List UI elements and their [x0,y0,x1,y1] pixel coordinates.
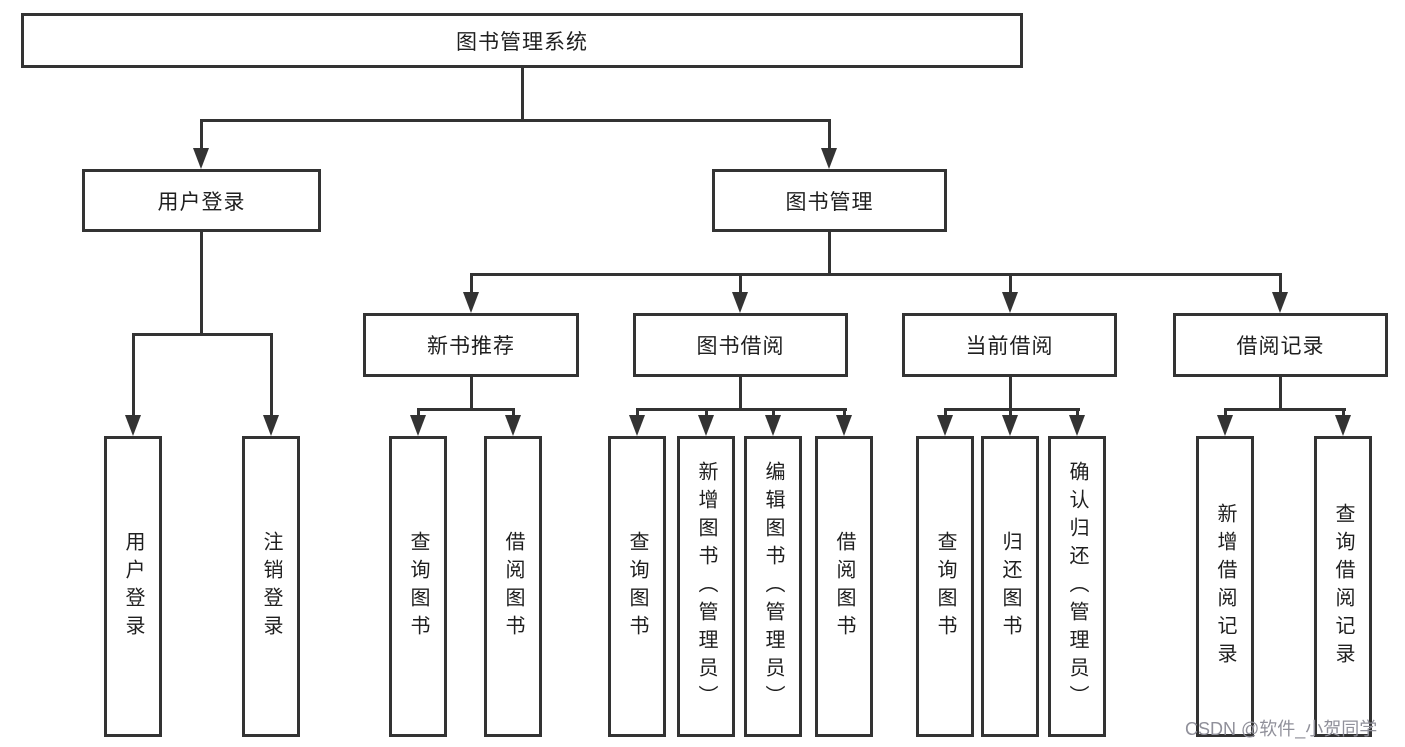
connector-line [270,333,273,418]
node-current-borrowing: 当前借阅 [902,313,1117,377]
node-library-system: 图书管理系统 [21,13,1023,68]
leaf-query-books-borrowing: 查询图书 [608,436,666,737]
leaf-query-books-current-label: 查询图书 [934,530,956,643]
connector-arrow [263,415,279,436]
leaf-borrow-books-borrowing-label: 借阅图书 [833,530,855,643]
leaf-edit-books-admin-label: 编辑图书（管理员） [762,460,784,713]
connector-line [636,408,847,411]
connector-line [417,408,515,411]
leaf-add-books-admin-label: 新增图书（管理员） [695,460,717,713]
connector-line [200,119,831,122]
connector-line [1224,408,1346,411]
leaf-add-books-admin: 新增图书（管理员） [677,436,735,737]
leaf-add-borrow-record: 新增借阅记录 [1196,436,1254,737]
connector-line [1279,377,1282,411]
connector-arrow [193,148,209,169]
connector-line [1279,273,1282,295]
connector-line [772,408,775,418]
connector-line [705,408,708,418]
connector-line [944,408,947,418]
node-book-borrowing: 图书借阅 [633,313,848,377]
connector-line [739,273,742,295]
connector-line [417,408,420,418]
leaf-query-books-borrowing-label: 查询图书 [626,530,648,643]
connector-line [1342,408,1345,418]
leaf-query-borrow-record: 查询借阅记录 [1314,436,1372,737]
leaf-logout-label: 注销登录 [260,530,282,643]
connector-line [1224,408,1227,418]
connector-line [944,408,1080,411]
leaf-logout: 注销登录 [242,436,300,737]
connector-line [470,273,473,295]
leaf-user-login-label: 用户登录 [122,530,144,643]
connector-line [1009,377,1012,411]
connector-line [828,232,831,276]
node-current-borrowing-label: 当前借阅 [965,335,1054,358]
leaf-add-borrow-record-label: 新增借阅记录 [1214,502,1236,671]
connector-arrow [1272,292,1288,313]
leaf-confirm-return-admin-label: 确认归还（管理员） [1066,460,1088,713]
csdn-watermark: CSDN @软件_小贺同学 [1185,719,1378,739]
node-new-book-recommend-label: 新书推荐 [427,335,515,358]
leaf-user-login: 用户登录 [104,436,162,737]
leaf-borrow-books-borrowing: 借阅图书 [815,436,873,737]
node-book-management: 图书管理 [712,169,947,232]
node-book-management-label: 图书管理 [785,190,874,214]
leaf-query-books-current: 查询图书 [916,436,974,737]
connector-line [1009,273,1012,295]
connector-line [636,408,639,418]
node-new-book-recommend: 新书推荐 [363,313,579,377]
node-book-borrowing-label: 图书借阅 [696,335,785,358]
connector-arrow [1002,292,1018,313]
connector-arrow [1002,415,1018,436]
node-library-system-label: 图书管理系统 [456,30,588,54]
leaf-confirm-return-admin: 确认归还（管理员） [1048,436,1106,737]
connector-line [1076,408,1079,418]
connector-line [512,408,515,418]
connector-arrow [629,415,645,436]
connector-line [828,119,831,151]
connector-arrow [765,415,781,436]
connector-arrow [125,415,141,436]
leaf-return-books: 归还图书 [981,436,1039,737]
node-user-login-label: 用户登录 [157,190,246,214]
connector-arrow [836,415,852,436]
connector-arrow [463,292,479,313]
connector-line [132,333,135,418]
leaf-return-books-label: 归还图书 [999,530,1021,643]
connector-line [200,119,203,151]
leaf-borrow-books-recommend-label: 借阅图书 [502,530,524,643]
connector-arrow [937,415,953,436]
leaf-borrow-books-recommend: 借阅图书 [484,436,542,737]
connector-arrow [732,292,748,313]
node-borrowing-records: 借阅记录 [1173,313,1388,377]
leaf-edit-books-admin: 编辑图书（管理员） [744,436,802,737]
connector-arrow [410,415,426,436]
connector-line [1009,408,1012,418]
connector-line [200,232,203,336]
leaf-query-borrow-record-label: 查询借阅记录 [1332,502,1354,671]
node-borrowing-records-label: 借阅记录 [1236,335,1325,358]
connector-line [132,333,273,336]
connector-arrow [505,415,521,436]
node-user-login: 用户登录 [82,169,321,232]
leaf-query-books-recommend-label: 查询图书 [407,530,429,643]
leaf-query-books-recommend: 查询图书 [389,436,447,737]
connector-arrow [698,415,714,436]
connector-line [739,377,742,411]
connector-line [843,408,846,418]
connector-arrow [1217,415,1233,436]
connector-line [521,68,524,119]
connector-line [470,377,473,411]
connector-line [470,273,1282,276]
connector-arrow [1335,415,1351,436]
connector-arrow [1069,415,1085,436]
connector-arrow [821,148,837,169]
